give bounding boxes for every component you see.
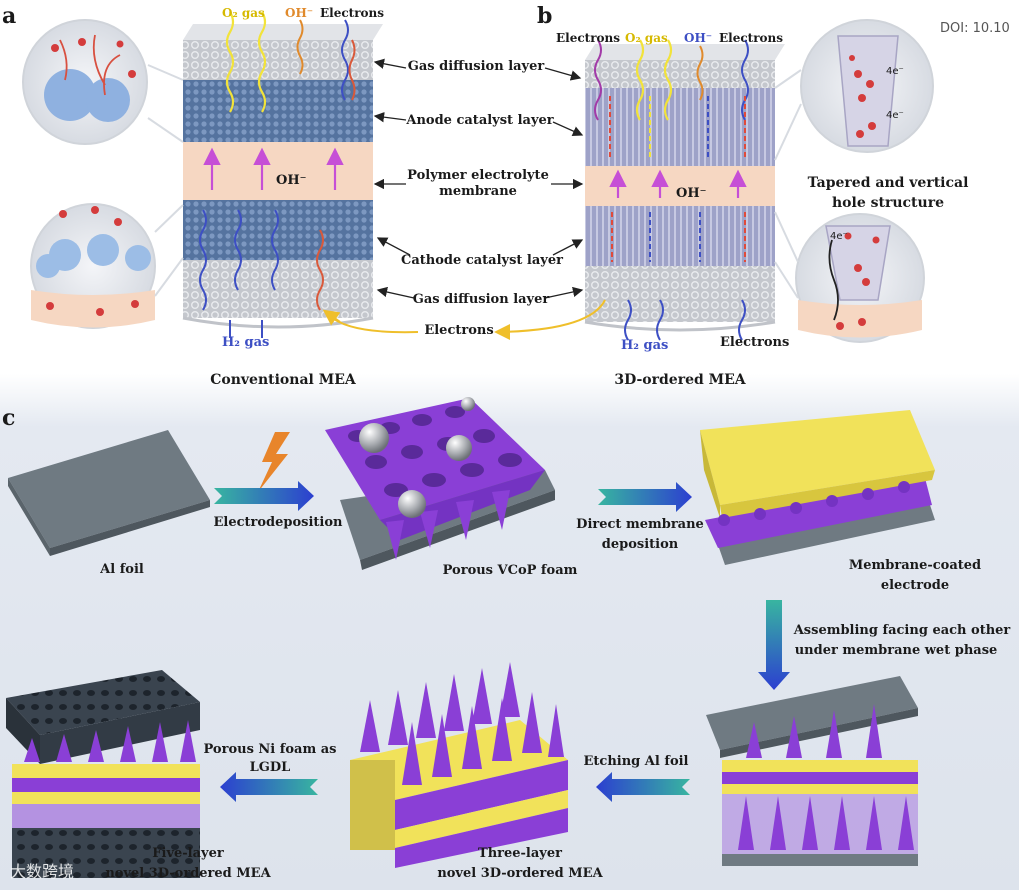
gdl-bottom-layer-b xyxy=(585,266,775,322)
tapered-label-line1: Tapered and vertical xyxy=(807,175,969,191)
oh-center-label-b: OH⁻ xyxy=(676,186,707,201)
label-porous-ni-line2: LGDL xyxy=(249,760,291,775)
inset-label-4e-1: 4e⁻ xyxy=(886,66,904,77)
label-al-foil: Al foil xyxy=(100,562,144,577)
inset-label-4e-3: 4e⁻ xyxy=(830,231,848,242)
cathode-catalyst-layer-b xyxy=(585,206,775,266)
three-layer-mea xyxy=(350,662,568,868)
arrow-electrodeposition xyxy=(214,481,314,511)
panel-label-b: b xyxy=(537,3,553,29)
membrane-coated-electrode xyxy=(700,410,935,565)
cathode-zoom-inset xyxy=(30,203,156,329)
lightning-icon xyxy=(258,432,290,492)
label-porous-vcop: Porous VCoP foam xyxy=(442,563,578,578)
arrow-direct-membrane xyxy=(598,482,692,512)
label-electrodeposition: Electrodeposition xyxy=(213,515,343,530)
label-direct-line2: deposition xyxy=(601,537,679,552)
oh-label-a: OH⁻ xyxy=(285,6,314,20)
label-anode-catalyst: Anode catalyst layer xyxy=(406,113,554,128)
anode-zoom-inset xyxy=(22,19,148,145)
watermark-text: 大数跨境 xyxy=(10,862,75,881)
caption-3d-ordered-mea: 3D-ordered MEA xyxy=(614,372,746,388)
arrow-porous-ni xyxy=(220,772,318,802)
caption-conventional-mea: Conventional MEA xyxy=(210,372,356,388)
label-coated-line1: Membrane-coated xyxy=(848,558,982,573)
conventional-mea-stack xyxy=(182,11,383,338)
five-layer-mea xyxy=(6,670,200,878)
label-etching: Etching Al foil xyxy=(583,754,689,769)
vcop-foam-block xyxy=(325,397,555,570)
o2-gas-label-b: O₂ gas xyxy=(625,31,668,45)
anode-catalyst-layer-b xyxy=(585,88,775,166)
label-gdl-bottom: Gas diffusion layer xyxy=(412,292,550,307)
h2-gas-label-a: H₂ gas xyxy=(222,335,270,350)
label-membrane-line2: membrane xyxy=(439,184,517,199)
label-electrons-bottom: Electrons xyxy=(424,323,494,338)
tapered-label-line2: hole structure xyxy=(832,195,944,211)
electrons-left-label-b: Electrons xyxy=(556,31,620,45)
panel-label-c: c xyxy=(2,405,16,431)
electrons-label-a: Electrons xyxy=(320,6,384,20)
label-porous-ni-line1: Porous Ni foam as xyxy=(203,742,337,757)
ordered-mea-stack xyxy=(584,39,785,341)
al-foil-plate xyxy=(8,430,210,556)
label-direct-line1: Direct membrane xyxy=(576,517,704,532)
panel-label-a: a xyxy=(2,3,17,29)
cathode-catalyst-layer xyxy=(183,200,373,260)
anode-hole-inset xyxy=(800,19,934,153)
label-five-layer-line1: Five-layer xyxy=(152,846,224,861)
label-three-layer-line2: novel 3D-ordered MEA xyxy=(437,866,603,881)
anode-catalyst-layer xyxy=(183,80,373,142)
label-three-layer-line1: Three-layer xyxy=(478,846,562,861)
oh-center-label-a: OH⁻ xyxy=(276,173,307,188)
doi-text: DOI: 10.10 xyxy=(940,21,1010,36)
label-gdl-top: Gas diffusion layer xyxy=(407,59,545,74)
assembled-with-al-foil xyxy=(706,676,918,866)
label-coated-line2: electrode xyxy=(880,578,950,593)
inset-label-4e-2: 4e⁻ xyxy=(886,110,904,121)
layer-leader-arrows xyxy=(322,58,606,340)
electrons-bottom-label-b: Electrons xyxy=(720,335,790,350)
cathode-hole-inset xyxy=(795,213,925,343)
h2-gas-label-b: H₂ gas xyxy=(621,338,669,353)
arrow-etching xyxy=(596,772,690,802)
label-membrane-line1: Polymer electrolyte xyxy=(407,168,549,183)
label-assemble-line1: Assembling facing each other xyxy=(793,623,1011,638)
arrow-assembling xyxy=(758,600,790,690)
electrons-right-label-b: Electrons xyxy=(719,31,783,45)
label-assemble-line2: under membrane wet phase xyxy=(794,643,998,658)
oh-label-b: OH⁻ xyxy=(684,31,713,45)
label-five-layer-line2: novel 3D-ordered MEA xyxy=(105,866,271,881)
label-cathode-catalyst: Cathode catalyst layer xyxy=(401,253,563,268)
o2-gas-label-a: O₂ gas xyxy=(222,6,265,20)
gdl-bottom-layer xyxy=(183,260,373,318)
